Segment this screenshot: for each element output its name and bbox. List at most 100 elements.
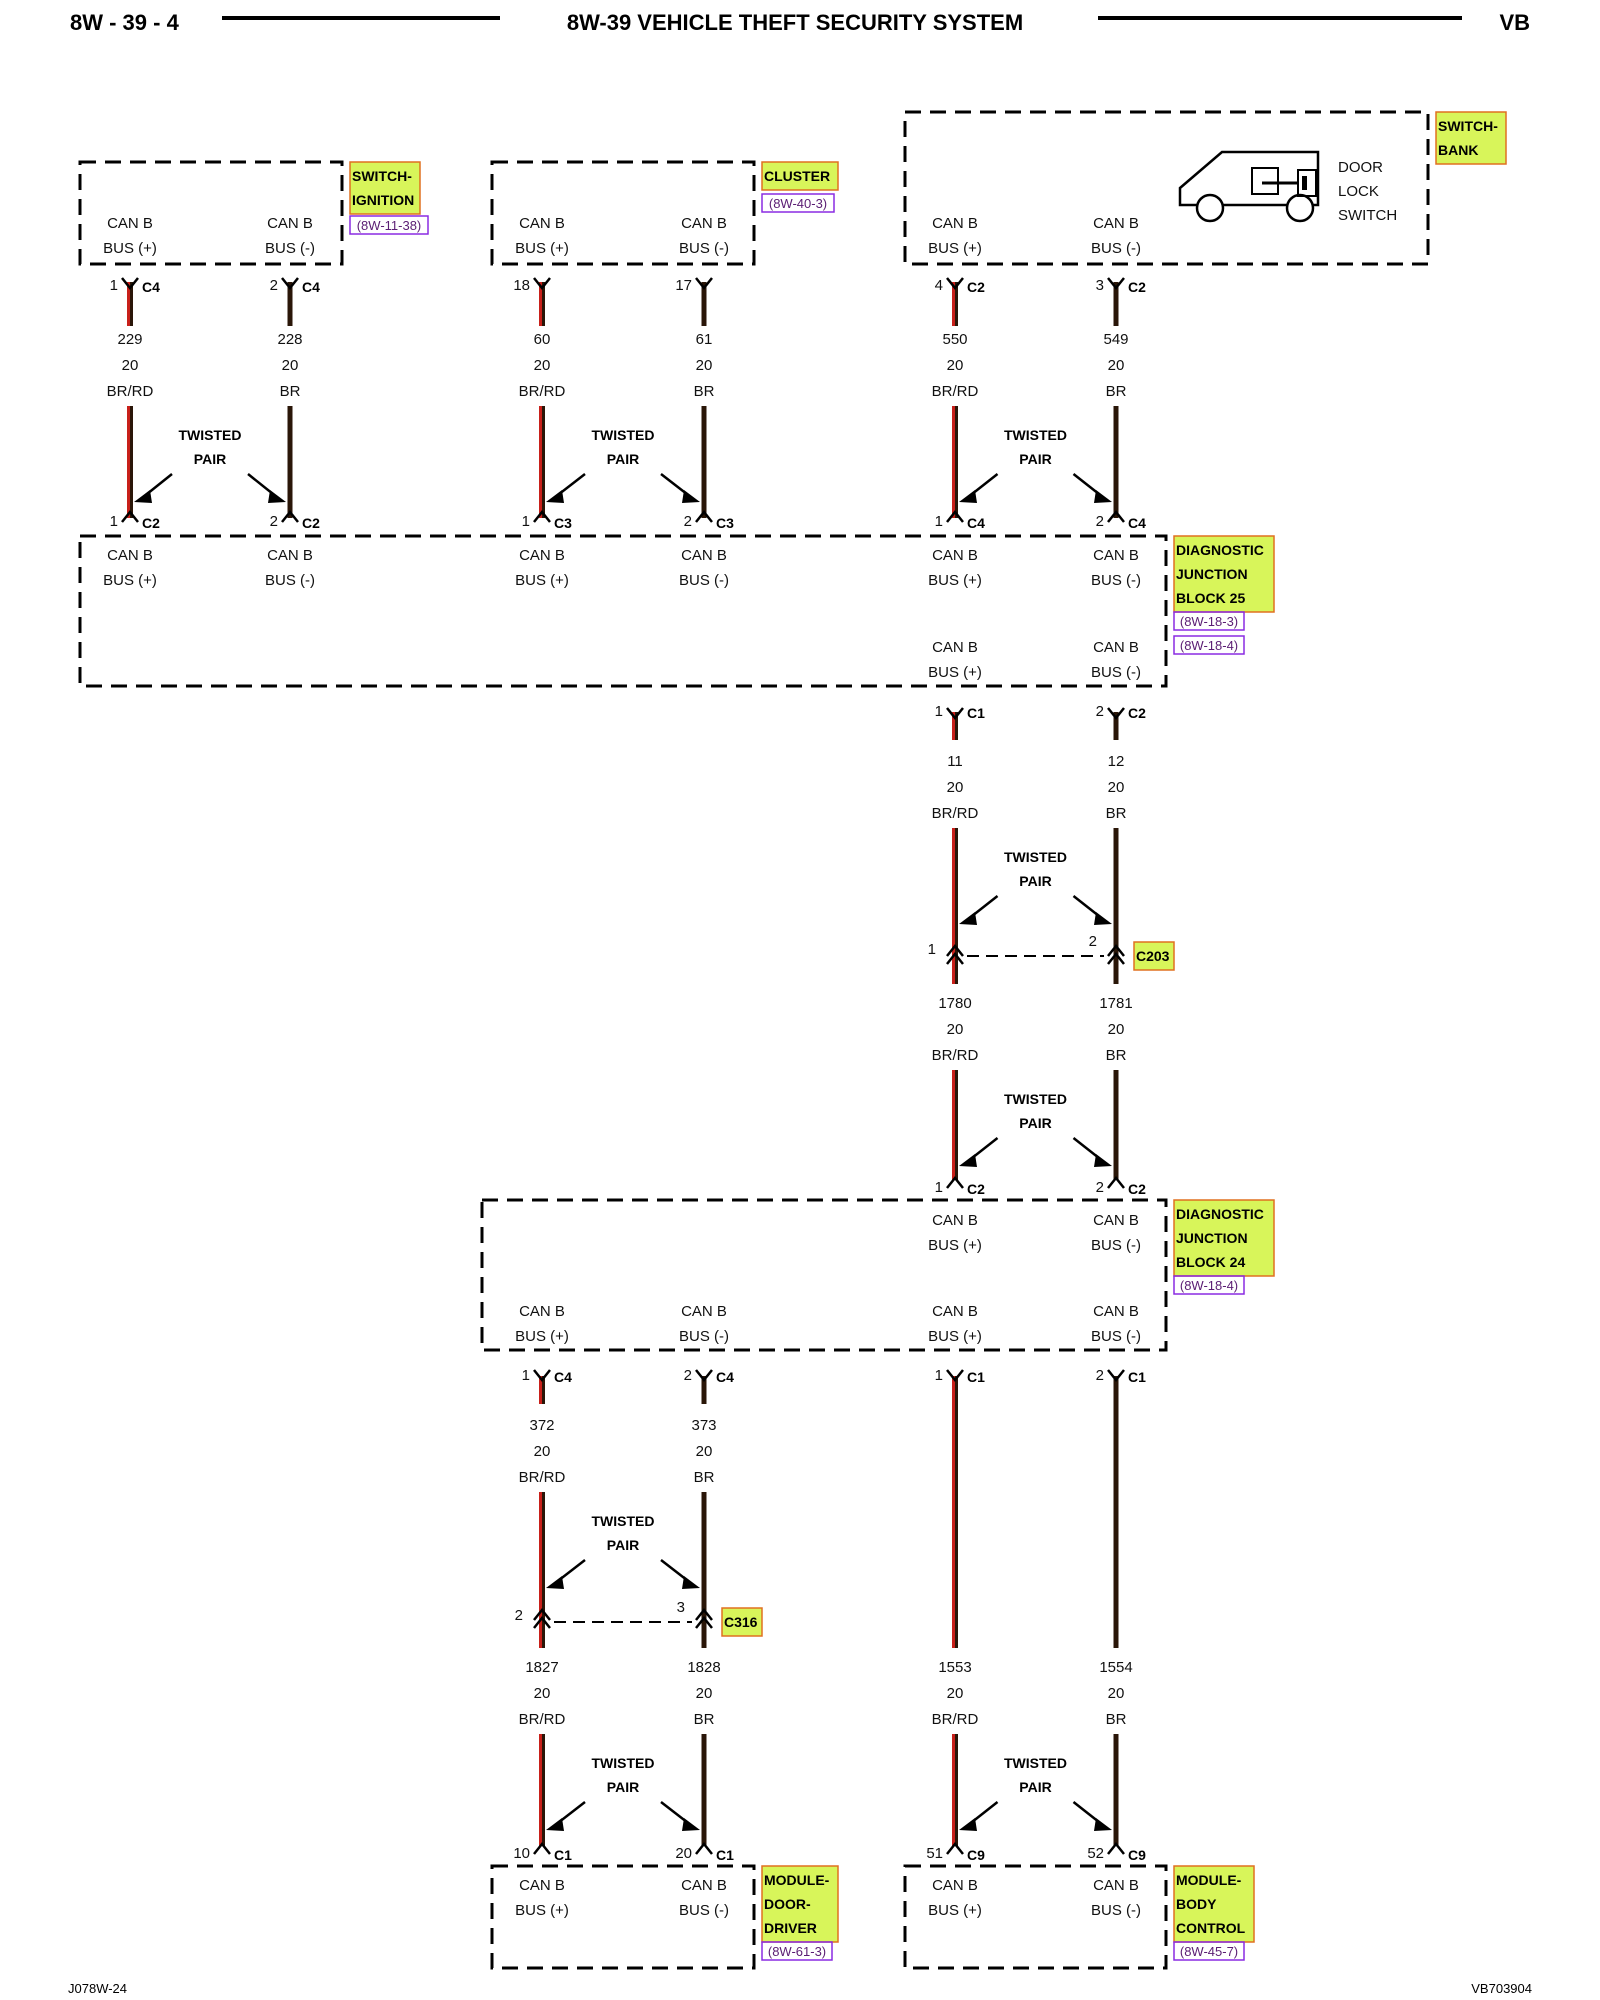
door-lock-switch-line-1: DOOR <box>1338 159 1383 176</box>
connector-j24_b1: C4 <box>554 1369 572 1385</box>
twisted-pair-372-373-arrow-right-head <box>682 1576 700 1589</box>
pin-j25_d1: 1 <box>935 703 943 720</box>
gauge-w229: 20 <box>122 357 139 374</box>
diagnostic-junction-block-25-box <box>78 534 1168 688</box>
j24-b-neg-can-b: CAN B <box>681 1303 727 1320</box>
j25-a-pos-bus: BUS (+) <box>103 572 157 589</box>
twisted-pair-11-12-pair-label: PAIR <box>1019 873 1051 889</box>
pin-j25_a2: 2 <box>270 513 278 530</box>
gauge-w12: 20 <box>1108 779 1125 796</box>
twisted-pair-cluster-pair-label: PAIR <box>607 451 639 467</box>
circuit-w1828: 1828 <box>687 1659 720 1676</box>
door-lock-switch-icon <box>1178 150 1320 223</box>
bc-pos-can-b: CAN B <box>932 1877 978 1894</box>
module-door-driver-box <box>490 1864 756 1970</box>
switch-ignition-ref: (8W-11-38) <box>357 218 422 233</box>
connector-fork-j25_d2 <box>1107 707 1125 721</box>
pin-j24_c2: 2 <box>1096 1367 1104 1384</box>
pin-j25_c1: 1 <box>935 513 943 530</box>
connector-fork-clu_18 <box>533 277 551 291</box>
ign-neg-bus: BUS (-) <box>265 240 315 257</box>
connector-dd_20: C1 <box>716 1847 734 1863</box>
j24-b-pos-bus: BUS (+) <box>515 1328 569 1345</box>
gauge-w1781: 20 <box>1108 1021 1125 1038</box>
j25-c-neg-can-b: CAN B <box>1093 547 1139 564</box>
connector-c203-pin2-female <box>1107 951 1125 965</box>
door-wheel-front <box>1195 193 1225 223</box>
gauge-w373: 20 <box>696 1443 713 1460</box>
module-body-control-ref-box <box>1173 1941 1245 1961</box>
diagnostic-junction-block-24-tag-line-1: DIAGNOSTIC <box>1176 1206 1264 1222</box>
color-w1554: BR <box>1106 1711 1127 1728</box>
pin-j24_a2: 2 <box>1096 1179 1104 1196</box>
twisted-pair-ignition-twisted-label: TWISTED <box>179 427 242 443</box>
door-lock-switch-line-2: LOCK <box>1338 183 1379 200</box>
pin-j24_c1: 1 <box>935 1367 943 1384</box>
connector-fork-j24_b1 <box>533 1369 551 1383</box>
circuit-w1781: 1781 <box>1099 995 1132 1012</box>
switch-bank-tag-line-1: SWITCH- <box>1438 118 1498 134</box>
connector-fork-j24_b2 <box>695 1369 713 1383</box>
connector-c316-pin3-male <box>695 1607 713 1621</box>
twisted-pair-1827-1828-pair-label: PAIR <box>607 1779 639 1795</box>
connector-j25_c1: C4 <box>967 515 985 531</box>
pin-c316-2: 2 <box>515 1607 523 1624</box>
gauge-w549: 20 <box>1108 357 1125 374</box>
twisted-pair-switch-bank-pair-label: PAIR <box>1019 451 1051 467</box>
clu-neg-bus: BUS (-) <box>679 240 729 257</box>
twisted-pair-1553-1554-pair-label: PAIR <box>1019 1779 1051 1795</box>
twisted-pair-ignition-pair-label: PAIR <box>194 451 226 467</box>
pin-bc_52: 52 <box>1087 1845 1104 1862</box>
diagnostic-junction-block-24-ref: (8W-18-4) <box>1180 1278 1238 1293</box>
j25-b-neg-can-b: CAN B <box>681 547 727 564</box>
gauge-w228: 20 <box>282 357 299 374</box>
switch-ignition-tag-line-2: IGNITION <box>352 192 414 208</box>
pin-bc_51: 51 <box>926 1845 943 1862</box>
module-door-driver-tag-bg <box>761 1865 839 1943</box>
pin-sb_3: 3 <box>1096 277 1104 294</box>
color-w1553: BR/RD <box>932 1711 979 1728</box>
twisted-pair-switch-bank-twisted-label: TWISTED <box>1004 427 1067 443</box>
cluster-tag-bg <box>761 161 839 191</box>
module-body-control-box <box>903 1864 1168 1970</box>
circuit-w12: 12 <box>1108 753 1125 770</box>
diagnostic-junction-block-25-a-ref: (8W-18-3) <box>1180 614 1238 629</box>
color-w11: BR/RD <box>932 805 979 822</box>
pin-c203-2: 2 <box>1089 933 1097 950</box>
color-w1828: BR <box>694 1711 715 1728</box>
twisted-pair-372-373-pair-label: PAIR <box>607 1537 639 1553</box>
diagnostic-junction-block-25-b-ref: (8W-18-4) <box>1180 638 1238 653</box>
connector-fork-j25_d1 <box>946 707 964 721</box>
circuit-w60: 60 <box>534 331 551 348</box>
circuit-w1554: 1554 <box>1099 1659 1132 1676</box>
connector-caret-j25_b2 <box>695 509 713 523</box>
bc-pos-bus: BUS (+) <box>928 1902 982 1919</box>
circuit-w549: 549 <box>1103 331 1128 348</box>
module-door-driver-tag-line-1: MODULE- <box>764 1872 830 1888</box>
twisted-pair-1827-1828-arrow-right-head <box>682 1818 700 1831</box>
circuit-w229: 229 <box>117 331 142 348</box>
color-w61: BR <box>694 383 715 400</box>
connector-dd_10: C1 <box>554 1847 572 1863</box>
door-lock-switch-line-3: SWITCH <box>1338 207 1397 224</box>
connector-c316-pin2-male <box>533 1607 551 1621</box>
diagnostic-junction-block-25-tag-line-3: BLOCK 25 <box>1176 590 1245 606</box>
connector-j25_b2: C3 <box>716 515 734 531</box>
circuit-w1827: 1827 <box>525 1659 558 1676</box>
twisted-pair-cluster-arrow-right-head <box>682 490 700 503</box>
circuit-w61: 61 <box>696 331 713 348</box>
j25-d-neg-bus: BUS (-) <box>1091 664 1141 681</box>
twisted-pair-1780-1781-pair-label: PAIR <box>1019 1115 1051 1131</box>
bc-neg-bus: BUS (-) <box>1091 1902 1141 1919</box>
diagnostic-junction-block-25-b-ref-box <box>1173 635 1245 655</box>
footer-doc-id: VB703904 <box>1471 1981 1532 1996</box>
switch-ignition-ref-box <box>349 215 429 235</box>
clu-pos-can-b: CAN B <box>519 215 565 232</box>
j24-a-neg-can-b: CAN B <box>1093 1212 1139 1229</box>
pin-c316-3: 3 <box>677 1599 685 1616</box>
diagnostic-junction-block-25-a-ref-box <box>1173 611 1245 631</box>
diagnostic-junction-block-24-box <box>480 1198 1168 1352</box>
circuit-w373: 373 <box>691 1417 716 1434</box>
cluster-box <box>490 160 756 266</box>
twisted-pair-1553-1554-arrow-right-head <box>1094 1818 1112 1831</box>
